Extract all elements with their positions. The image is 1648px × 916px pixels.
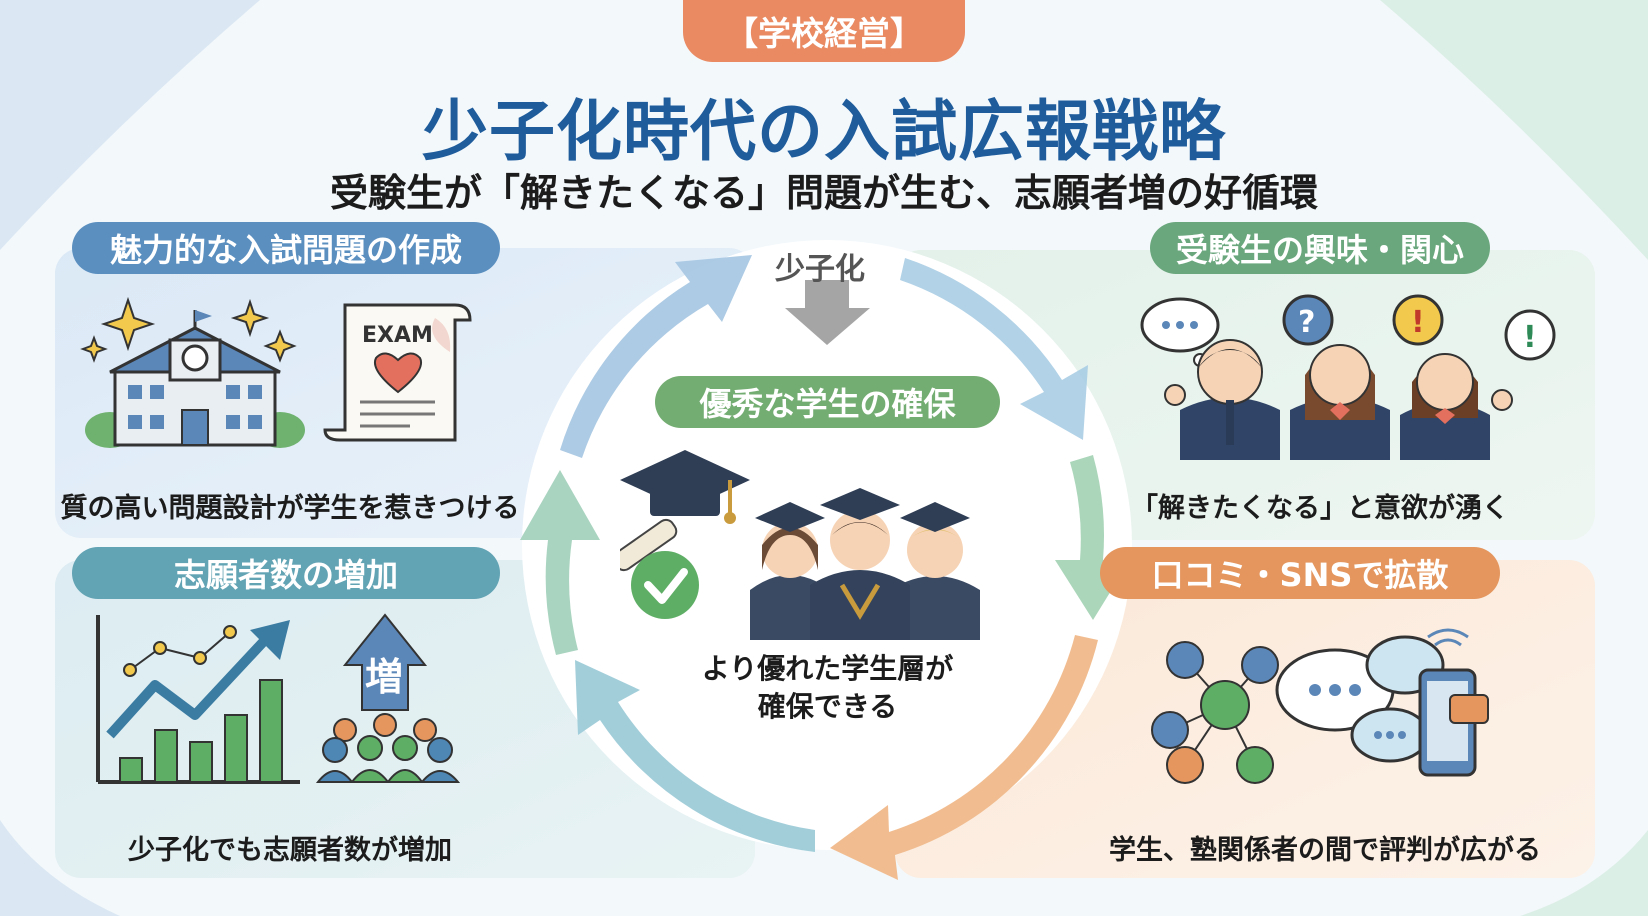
sparkle-icon — [80, 296, 297, 363]
chat-bubble-icon — [1275, 635, 1445, 763]
student-girl-icon — [1400, 353, 1513, 460]
down-arrow-icon — [785, 280, 870, 345]
graduation-cap-icon — [620, 450, 750, 524]
panel-bottom-right-title: 口コミ・SNSで拡散 — [1100, 547, 1500, 599]
header-tag: 【学校経営】 — [683, 0, 965, 62]
page-subtitle: 受験生が「解きたくなる」問題が生む、志願者増の好循環 — [329, 171, 1318, 215]
cycle-arrow-left — [520, 470, 600, 655]
school-building-icon — [85, 310, 305, 448]
people-group-icon — [315, 713, 461, 783]
corner-decoration — [1380, 0, 1648, 260]
center-caption-line2: 確保できる — [757, 690, 898, 723]
exclamation-bubble-icon: ! — [1392, 294, 1444, 346]
center-caption-line1: より優れた学生層が — [701, 652, 954, 685]
increase-arrow-icon: 増 — [342, 613, 428, 711]
svg-text:EXAM: EXAM — [362, 323, 433, 348]
svg-text:?: ? — [1298, 305, 1315, 340]
corner-decoration — [0, 820, 120, 916]
exclamation-bubble-icon: ! — [1504, 309, 1556, 361]
sns-spread-illustration — [1151, 628, 1489, 784]
growth-chart-icon — [96, 615, 300, 784]
corner-decoration — [1520, 830, 1648, 916]
exam-paper-icon: EXAM — [323, 303, 472, 442]
student-boy-icon — [1164, 339, 1280, 460]
student-girl-icon — [1290, 344, 1390, 460]
center-caption: より優れた学生層が 確保できる — [650, 650, 1005, 726]
cycle-arrow-top-right — [900, 258, 1088, 440]
diploma-icon — [620, 518, 678, 572]
applicant-growth-illustration: 増 — [96, 613, 461, 784]
svg-text:!: ! — [1523, 320, 1537, 355]
panel-bottom-right-caption: 学生、塾関係者の間で評判が広がる — [1109, 835, 1541, 866]
center-title-pill: 優秀な学生の確保 — [655, 376, 1000, 428]
panel-top-left-caption: 質の高い問題設計が学生を惹きつける — [60, 493, 520, 524]
cycle-arrow-top-left — [560, 255, 752, 458]
increase-arrow-label: 増 — [365, 655, 403, 699]
center-top-label: 少子化 — [775, 252, 865, 287]
panel-bottom-left-title: 志願者数の増加 — [72, 547, 500, 599]
cycle-arrow-bottom-right — [830, 635, 1098, 880]
panel-top-right-title: 受験生の興味・関心 — [1150, 222, 1490, 274]
question-bubble-icon: ? — [1282, 294, 1334, 346]
panel-top-left-title: 魅力的な入試問題の作成 — [72, 222, 500, 274]
panel-bottom-left-caption: 少子化でも志願者数が増加 — [128, 835, 452, 866]
school-exam-illustration: EXAM — [80, 296, 472, 448]
page-title: 少子化時代の入試広報戦略 — [422, 93, 1226, 170]
corner-decoration — [0, 0, 260, 250]
cycle-arrow-bottom-left — [575, 660, 815, 852]
check-icon — [631, 551, 699, 619]
graduates-group-icon — [750, 488, 980, 640]
share-network-icon — [1151, 641, 1279, 784]
graduates-illustration — [620, 450, 980, 640]
panel-top-right-caption: 「解きたくなる」と意欲が湧く — [1131, 493, 1509, 524]
svg-text:!: ! — [1411, 305, 1425, 340]
students-interest-illustration: ? ! ! — [1140, 294, 1556, 460]
smartphone-icon — [1418, 628, 1489, 777]
